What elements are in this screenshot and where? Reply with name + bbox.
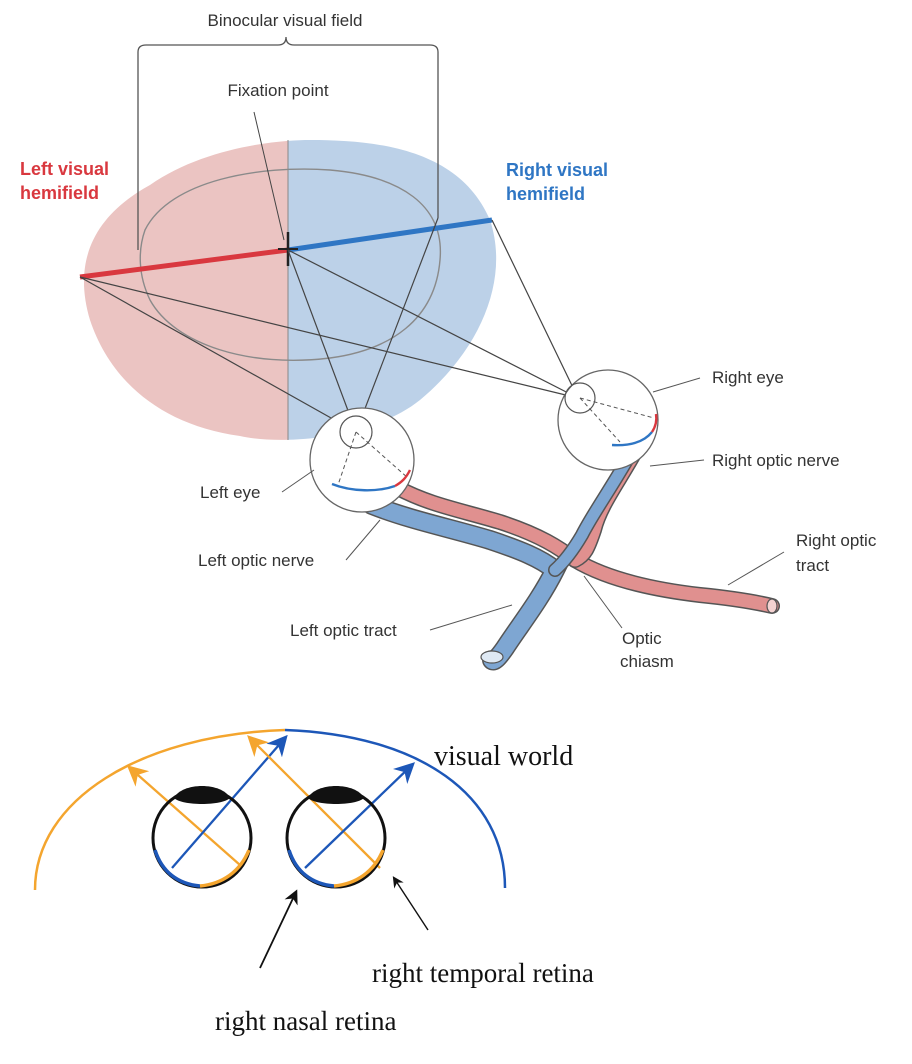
- right-hemifield-meridian: [287, 217, 493, 253]
- right-optic-nerve-label: Right optic nerve: [712, 451, 840, 470]
- blue-ray-left-eye: [171, 734, 288, 869]
- left-eye-label: Left eye: [200, 483, 261, 502]
- right-visual-hemifield-area: [288, 140, 497, 440]
- right-optic-tract-label-1: Right optic: [796, 531, 877, 550]
- left-eye: [309, 407, 415, 513]
- binocular-field-bracket: [137, 36, 439, 250]
- binocular-field-outline: [139, 168, 442, 361]
- left-visual-hemifield-label-1: Left visual: [20, 159, 109, 179]
- visual-world-label: visual world: [434, 741, 573, 772]
- projection-lines: [79, 217, 579, 433]
- right-temporal-retina-label: right temporal retina: [372, 958, 594, 988]
- orange-ray-right-eye: [247, 735, 381, 869]
- optic-chiasm-label-1: Optic: [622, 629, 662, 648]
- left-hemifield-meridian: [79, 247, 289, 280]
- visual-field: [83, 140, 497, 440]
- bottom-right-eye: [285, 786, 387, 889]
- optic-chiasm-label-2: chiasm: [620, 652, 674, 671]
- left-tract-end: [480, 650, 504, 664]
- fixation-point-marker: [278, 232, 298, 266]
- right-eye-label: Right eye: [712, 368, 784, 387]
- right-eye: [557, 369, 659, 471]
- temporal-retina-pointer: [392, 876, 429, 931]
- right-tract-end: [766, 598, 778, 614]
- binocular-visual-field-label: Binocular visual field: [208, 11, 363, 30]
- left-optic-nerve-label: Left optic nerve: [198, 551, 314, 570]
- left-visual-hemifield-label-2: hemifield: [20, 183, 99, 203]
- nasal-retina-pointer: [259, 889, 298, 969]
- right-nasal-retina-label: right nasal retina: [215, 1006, 396, 1036]
- top-diagram: Binocular visual field Fixation point Le…: [20, 11, 877, 671]
- label-leaders: [281, 377, 785, 631]
- blue-ray-right-eye: [304, 762, 415, 869]
- right-visual-hemifield-label-1: Right visual: [506, 160, 608, 180]
- right-visual-hemifield-label-2: hemifield: [506, 184, 585, 204]
- optic-pathway: [362, 442, 780, 671]
- fixation-point-leader: [253, 111, 285, 241]
- bottom-diagram: visual world right temporal retina right…: [33, 728, 594, 1036]
- visual-world-arc-left: [33, 728, 286, 891]
- orange-ray-left-eye: [126, 765, 241, 866]
- visual-world-arc-right: [284, 728, 507, 889]
- left-optic-tract-label: Left optic tract: [290, 621, 397, 640]
- fixation-point-label: Fixation point: [227, 81, 328, 100]
- bottom-left-eye: [151, 786, 253, 889]
- right-optic-tract-label-2: tract: [796, 556, 829, 575]
